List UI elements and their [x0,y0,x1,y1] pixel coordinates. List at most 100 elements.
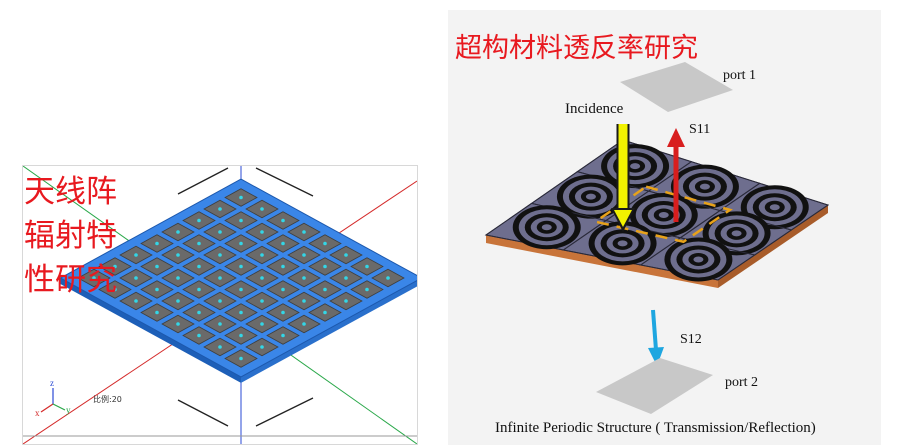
metamaterial-panel: port 1 Incidence S11 S12 port 2 Infinite… [448,10,881,445]
feed-point [197,264,201,269]
feed-point [302,230,306,234]
feed-point [155,264,159,269]
ring-resonator [588,221,657,266]
substrate-edge [718,205,828,288]
s12-label: S12 [680,332,702,347]
feed-point [260,207,264,211]
feed-point [323,241,327,246]
feed-point [176,253,180,257]
feed-point [134,253,138,257]
feed-point [344,276,348,280]
feed-point [260,299,264,303]
feed-point [386,276,390,280]
port1-label: port 1 [723,68,756,83]
feed-point [113,287,117,292]
s11-label: S11 [689,122,710,137]
antenna-title-line: 天线阵 [24,174,117,210]
antenna-array-view: z x y 比例:20 [23,166,417,444]
feed-point [239,195,243,200]
antenna-title-line: 性研究 [24,262,117,298]
feed-point [302,299,306,303]
feed-point [197,241,201,246]
feed-point [281,218,285,223]
feed-point [281,264,285,269]
feed-point [218,230,222,234]
axis-x-label: x [35,408,40,418]
feed-point [218,345,222,349]
unit-cell [639,237,756,281]
antenna-title: 天线阵 辐射特 性研究 [24,170,139,302]
feed-point [344,253,348,257]
axis-y-label: y [66,405,71,415]
metamaterial-diagram: port 1 Incidence S11 S12 port 2 Infinite… [484,62,830,436]
feed-point [197,333,201,338]
feed-point [239,310,243,315]
feed-point [197,287,201,292]
feed-point [323,264,327,269]
axis-z-label: z [50,378,54,388]
feed-point [302,322,306,326]
feed-point [218,322,222,326]
feed-point [260,276,264,280]
axis-triad: z x y [35,378,71,418]
metamaterial-title: 超构材料透反率研究 [455,33,698,64]
antenna-array-panel: z x y 比例:20 [22,165,418,445]
guide-line [255,167,314,197]
feed-point [197,310,201,315]
feed-point [176,230,180,234]
feed-point [260,230,264,234]
transmission-arrow [648,309,664,366]
feed-point [260,322,264,326]
antenna-title-line: 辐射特 [24,218,117,254]
feed-point [134,276,138,280]
feed-point [302,276,306,280]
ground-plane [59,178,417,378]
feed-point [239,241,243,246]
feed-point [365,287,369,292]
feed-point [260,253,264,257]
feed-point [239,218,243,223]
ring-resonator [512,205,581,250]
feed-point [176,276,180,280]
feed-point [218,299,222,303]
antenna-array [59,178,417,383]
feed-point [302,253,306,257]
guide-line [255,397,314,427]
scale-text: 比例:20 [93,394,122,404]
feed-point [197,218,201,223]
feed-point [344,299,348,303]
reflection-arrow [667,128,685,222]
board-edge [60,278,242,383]
feed-point [155,241,159,246]
feed-point [218,276,222,280]
incidence-arrow [611,124,635,232]
feed-point [239,333,243,338]
feed-point [239,287,243,292]
feed-point [155,287,159,292]
feed-point [239,356,243,361]
feed-point [92,276,96,280]
feed-point [323,310,327,315]
feed-point [365,264,369,269]
feed-point [281,333,285,338]
port2-plane [596,358,713,414]
feed-point [113,264,117,269]
ring-resonator [664,237,733,282]
caption: Infinite Periodic Structure ( Transmissi… [495,420,816,436]
feed-point [323,287,327,292]
guide-line [177,399,229,427]
feed-point [155,310,159,315]
incidence-label: Incidence [565,101,624,117]
feed-point [176,322,180,326]
feed-point [176,299,180,303]
metamaterial-slab [484,139,830,288]
feed-point [134,299,138,303]
feed-point [218,253,222,257]
feed-point [218,207,222,211]
feed-point [281,287,285,292]
feed-point [281,241,285,246]
ring-resonator [556,174,625,219]
feed-point [281,310,285,315]
feed-point [239,264,243,269]
guide-line [177,167,229,195]
